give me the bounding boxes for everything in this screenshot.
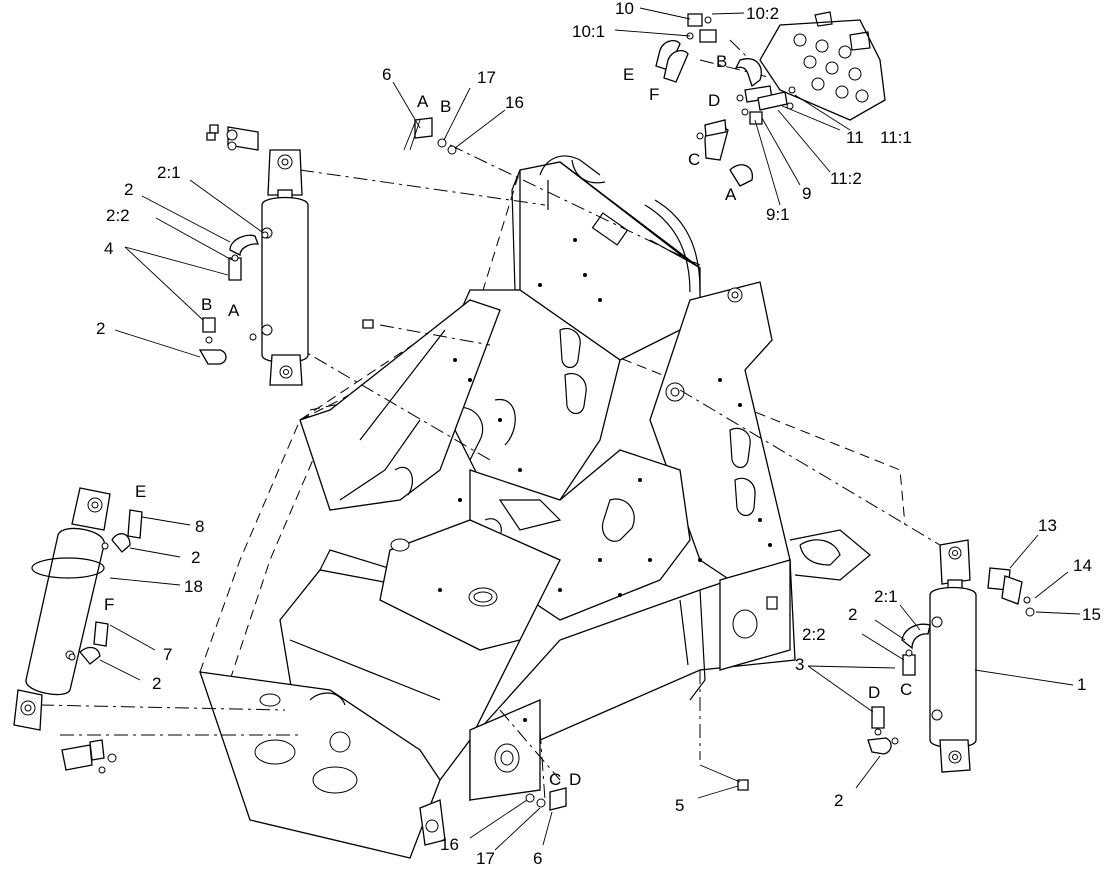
callout-C-right: C [900, 680, 912, 699]
callout-13: 13 [1038, 516, 1057, 535]
callout-E-left: E [135, 482, 146, 501]
callout-2-right-b: 2 [834, 791, 843, 810]
callout-10-2: 10:2 [746, 4, 779, 23]
callout-F-left: F [104, 595, 114, 614]
callout-4: 4 [104, 239, 113, 258]
left-lower-cylinder [13, 487, 117, 774]
callout-17-top: 17 [477, 68, 496, 87]
callout-2-right-a: 2 [848, 605, 857, 624]
callout-2-left-c: 2 [191, 548, 200, 567]
callout-2-left-b: 2 [96, 319, 105, 338]
callout-10-1: 10:1 [572, 22, 605, 41]
frame-holes [438, 238, 772, 722]
left-lower-fittings [68, 509, 143, 665]
small-hardware [362, 117, 749, 811]
callout-1: 1 [1077, 675, 1086, 694]
right-cylinder [929, 539, 1035, 773]
main-frame [199, 155, 906, 859]
callout-A-top: A [725, 185, 737, 204]
callout-8: 8 [195, 517, 204, 536]
callout-leaders [99, 7, 1081, 851]
callout-2-1-left: 2:1 [157, 163, 181, 182]
callout-14: 14 [1073, 556, 1092, 575]
callout-B-top: B [716, 52, 727, 71]
callout-11: 11 [846, 128, 864, 147]
right-fittings [867, 623, 931, 755]
callout-6-top: 6 [382, 65, 391, 84]
callout-9: 9 [802, 184, 811, 203]
callout-11-1: 11:1 [880, 128, 912, 147]
callout-11-2: 11:2 [830, 169, 862, 188]
callout-2-1-right: 2:1 [874, 587, 898, 606]
callout-10: 10 [615, 0, 634, 18]
callout-16-top: 16 [505, 93, 524, 112]
callout-16-bot: 16 [440, 835, 459, 854]
assembly-lines [39, 39, 941, 801]
callout-labels: 10 10:2 10:1 E F B D C A 11 11:1 11:2 9 … [96, 0, 1101, 868]
callout-5: 5 [675, 796, 684, 815]
callout-17-bot: 17 [476, 849, 495, 868]
callout-C-top: C [688, 150, 700, 169]
callout-9-1: 9:1 [766, 205, 790, 224]
callout-A-mid: A [417, 92, 429, 111]
callout-A-left: A [228, 301, 240, 320]
callout-2-left-d: 2 [152, 674, 161, 693]
callout-18: 18 [184, 577, 203, 596]
callout-2-2-left: 2:2 [106, 206, 130, 225]
callout-E-top: E [623, 65, 634, 84]
callout-D-top: D [708, 91, 720, 110]
callout-6-bot: 6 [533, 849, 542, 868]
callout-B-left: B [201, 295, 212, 314]
callout-3: 3 [795, 655, 804, 674]
callout-2-2-right: 2:2 [802, 625, 826, 644]
callout-2-left-a: 2 [124, 180, 133, 199]
callout-C-bot: C [549, 770, 561, 789]
callout-F-top: F [649, 85, 659, 104]
callout-15: 15 [1082, 605, 1101, 624]
callout-D-bot: D [569, 770, 581, 789]
left-upper-cylinder [206, 124, 309, 386]
control-valve-assembly [655, 11, 886, 187]
callout-D-right: D [868, 683, 880, 702]
callout-7: 7 [163, 645, 172, 664]
left-upper-fittings [198, 231, 269, 365]
callout-B-mid: B [440, 97, 451, 116]
